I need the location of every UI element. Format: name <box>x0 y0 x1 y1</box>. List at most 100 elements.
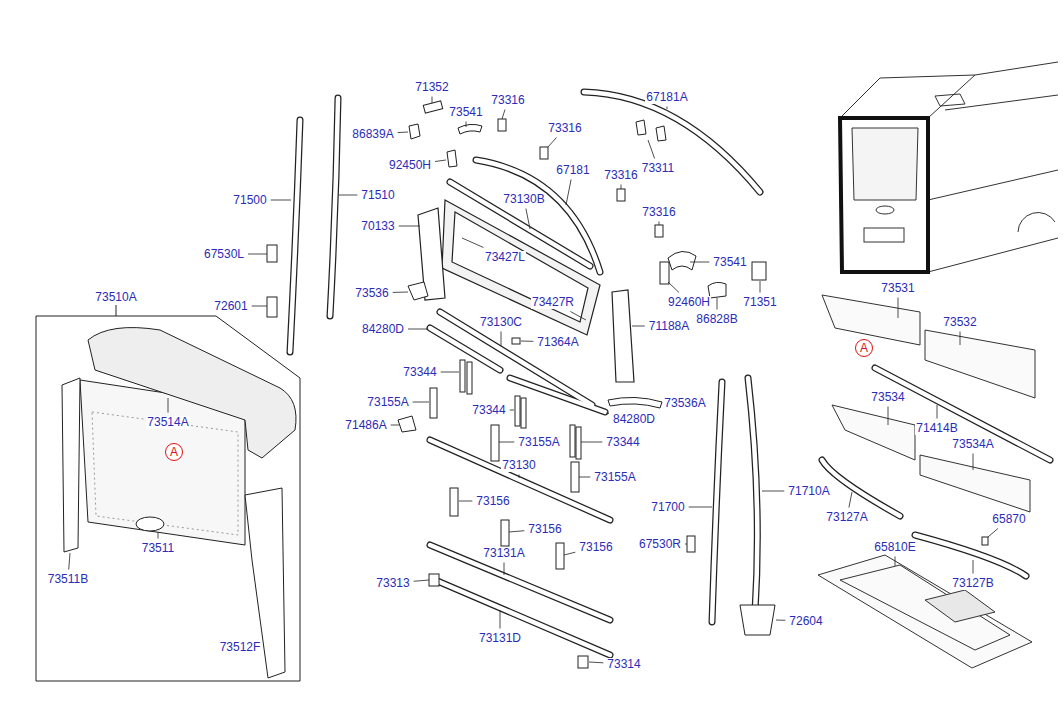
part <box>655 225 663 237</box>
callout-number: 72601 <box>213 300 248 313</box>
part <box>498 119 506 131</box>
leader-line <box>973 560 974 574</box>
strip <box>510 378 605 412</box>
callout-number: 73314 <box>606 658 641 671</box>
part <box>467 362 472 394</box>
strip <box>435 580 610 655</box>
floor-detail <box>925 590 995 622</box>
leader-line <box>689 507 712 508</box>
strip <box>435 580 610 655</box>
callout-number: 73156 <box>578 541 613 554</box>
shell-73514a <box>88 328 296 458</box>
part <box>408 282 428 300</box>
leader-line <box>271 200 291 201</box>
callout-number: 73127A <box>825 511 868 524</box>
frame-73427 <box>442 200 600 335</box>
part <box>491 425 499 461</box>
part <box>576 427 581 459</box>
callout-number: 71351 <box>742 296 777 309</box>
part <box>458 124 482 134</box>
leader-line <box>685 544 687 545</box>
leader-line <box>937 405 938 419</box>
leader-line <box>895 557 896 567</box>
trim-strip-outline <box>290 92 1050 655</box>
leader-line <box>898 298 899 319</box>
leader-line <box>504 563 505 576</box>
callout-number: 73155A <box>366 396 409 409</box>
bus-side-line <box>928 238 1058 272</box>
callout-number: 86839A <box>351 128 394 141</box>
part <box>556 543 564 569</box>
leader-line <box>960 332 961 346</box>
callout-number: 84280D <box>361 323 405 336</box>
leader-line <box>988 529 998 538</box>
part <box>398 416 416 432</box>
callout-number: 71510 <box>360 189 395 202</box>
part <box>578 656 588 668</box>
strip <box>290 120 300 352</box>
leader-line <box>502 110 505 120</box>
strip <box>430 440 610 520</box>
bus-roof-line <box>928 62 1058 118</box>
pillar-70133 <box>418 208 445 300</box>
leader-line <box>432 97 433 104</box>
callout-number: 73156 <box>527 523 562 536</box>
frame-outline <box>36 316 300 681</box>
leader-line <box>526 209 530 230</box>
leader-line <box>973 454 974 471</box>
leader-line <box>116 305 117 316</box>
leader-line <box>398 132 408 134</box>
leader-line <box>776 620 785 621</box>
callout-number: 71500 <box>232 194 267 207</box>
callout-number: 73511 <box>141 542 175 555</box>
leader-line <box>509 531 524 532</box>
callout-number: 67530L <box>203 248 245 261</box>
leader-line <box>717 298 718 310</box>
strip <box>822 460 900 516</box>
rear-window <box>852 128 918 200</box>
callout-number: 73344 <box>605 436 640 449</box>
part <box>521 398 526 428</box>
callout-number: 73427L <box>484 251 526 264</box>
strip <box>584 92 760 192</box>
leader-line <box>435 160 446 162</box>
callout-number: 73131A <box>482 547 525 560</box>
callout-number: 73313 <box>375 577 410 590</box>
frame-border <box>36 316 300 681</box>
strip <box>430 328 500 370</box>
part <box>656 126 666 141</box>
leader-line <box>168 398 169 413</box>
callout-number: 71486A <box>344 419 387 432</box>
panel-emblem <box>136 517 164 531</box>
strip <box>875 368 1050 460</box>
part <box>429 574 439 586</box>
callout-number: 73427R <box>531 296 575 309</box>
leader-line <box>501 332 502 347</box>
part <box>982 537 988 545</box>
reference-letter: A <box>170 446 178 458</box>
floor-65810e <box>818 555 1032 668</box>
leader-line <box>648 140 655 159</box>
callout-number: 73512F <box>219 641 262 654</box>
reference-circle: A <box>165 443 183 461</box>
callout-number: 73316 <box>547 122 582 135</box>
strip <box>450 182 590 266</box>
callout-number: 84280D <box>612 413 656 426</box>
strip <box>822 460 900 516</box>
part <box>617 189 625 201</box>
panel-73531 <box>822 295 920 345</box>
callout-number: 73541 <box>448 106 483 119</box>
callout-number: 67181A <box>645 91 688 104</box>
strip <box>915 535 1026 576</box>
callout-number: 73536 <box>354 287 389 300</box>
bus-roof-line <box>840 75 975 118</box>
part <box>409 124 420 139</box>
panel-73532 <box>925 330 1035 398</box>
callout-number: 65810E <box>873 541 916 554</box>
part <box>512 338 520 344</box>
leader-line <box>441 372 459 373</box>
part <box>740 605 775 635</box>
strip <box>440 312 592 405</box>
